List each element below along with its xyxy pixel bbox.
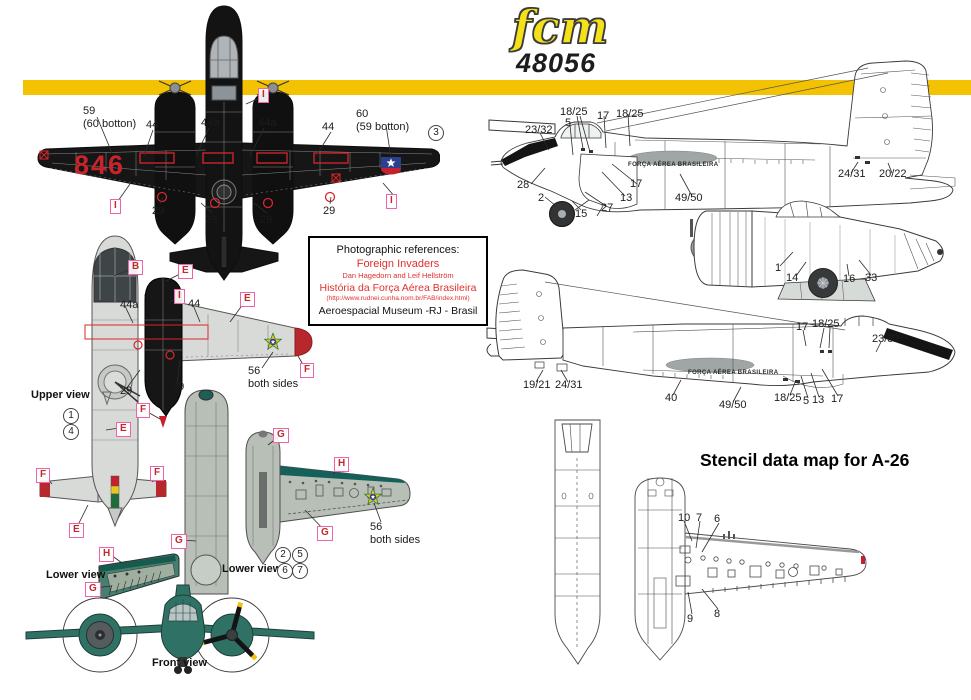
photo-box-title: Photographic references: [336,244,460,256]
reference-url: (http://www.rudnei.cunha.nom.br/FAB/inde… [326,295,470,303]
reference-foreign-invaders: Foreign Invaders [356,258,440,271]
front-view-drawing [25,584,315,674]
stencil-map-title: Stencil data map for A-26 [700,450,910,470]
stencil-map-drawing [554,419,867,665]
reference-historia-fab: História da Força Aérea Brasileira [319,281,477,294]
photo-references-box: Photographic references: Foreign Invader… [308,236,488,326]
fcm-logo: fcm [511,0,609,54]
fab-roundel-black-plane [381,157,401,175]
rudder-stripes [110,475,120,509]
fab-star-lower-wing [364,487,382,505]
reference-museum: Aeroespacial Museum -RJ - Brasil [318,305,478,318]
fcm-logo-number: 48056 [516,48,597,78]
fab-star-upper-wing [264,332,282,350]
reference-authors: Dan Hagedorn and Leif Hellström [342,270,454,280]
side-view-2-drawing [486,269,956,388]
lower-view-drawing [184,389,411,595]
